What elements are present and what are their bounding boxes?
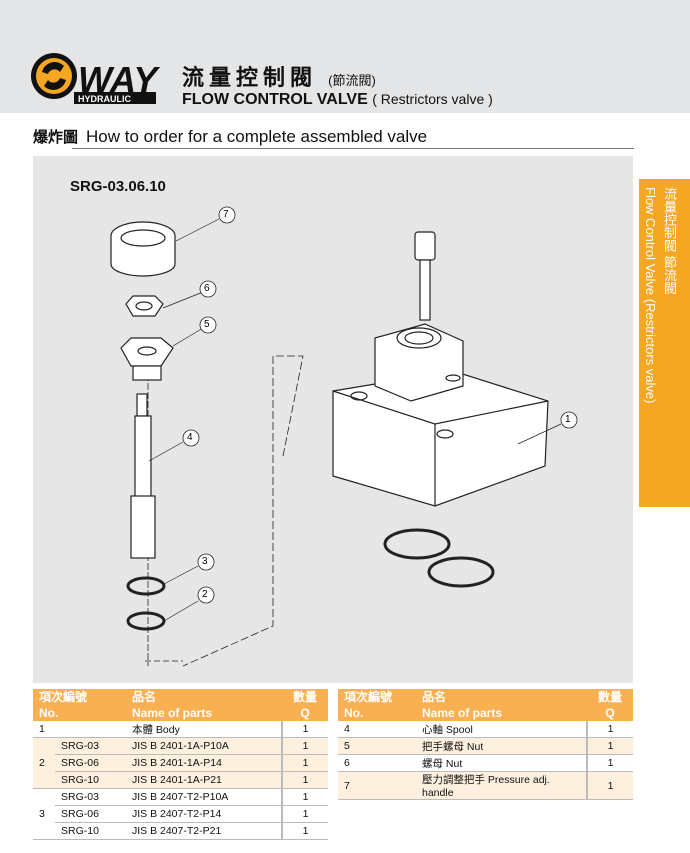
nut-part-5 xyxy=(120,337,174,381)
callout-5: 5 xyxy=(204,319,210,330)
divider xyxy=(72,148,634,149)
o-ring xyxy=(383,528,451,560)
body-part-1 xyxy=(332,323,549,507)
dash-line xyxy=(182,355,304,667)
handle-part-7 xyxy=(110,221,176,277)
title-cn: 流量控制閥 (節流閥) xyxy=(182,65,376,90)
exploded-diagram: 7 6 5 4 3 2 1 xyxy=(33,156,633,683)
side-tab: Flow Control Valve (Restrictors valve)流量… xyxy=(639,179,690,507)
callout-3: 3 xyxy=(202,556,208,567)
model-label: SRG-03.06.10 xyxy=(70,178,166,195)
callout-6: 6 xyxy=(204,283,210,294)
callout-1: 1 xyxy=(565,414,571,425)
svg-text:HYDRAULIC: HYDRAULIC xyxy=(78,94,131,104)
o-ring-part-2 xyxy=(126,611,166,631)
nut-part-6 xyxy=(125,295,164,317)
o-ring xyxy=(427,556,495,588)
callout-2: 2 xyxy=(202,589,208,600)
way-hydraulic-logo: WAY HYDRAULIC xyxy=(31,53,160,104)
spool-part-4 xyxy=(130,393,156,559)
bolt xyxy=(414,231,436,321)
o-ring-part-3 xyxy=(126,576,166,596)
callout-4: 4 xyxy=(187,432,193,443)
title-en: FLOW CONTROL VALVE ( Restrictors valve ) xyxy=(182,91,493,108)
callout-7: 7 xyxy=(223,209,229,220)
